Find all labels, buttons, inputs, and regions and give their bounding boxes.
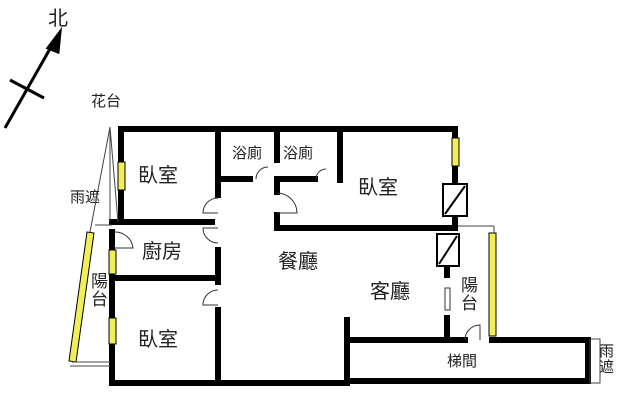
room-bath-1: 浴廁 (232, 144, 263, 162)
walls (109, 126, 591, 386)
canopy-west-label: 雨遮 (70, 188, 101, 206)
outline-lines (70, 126, 601, 384)
balcony-east-label: 陽台 (457, 276, 477, 312)
north-arrow-icon (3, 26, 63, 129)
room-bedroom-sw: 臥室 (138, 327, 178, 351)
room-bath-2: 浴廁 (283, 144, 314, 162)
room-living: 客廳 (370, 279, 410, 303)
planter-label: 花台 (91, 92, 122, 110)
doors (114, 166, 481, 341)
room-dining: 餐廳 (278, 249, 318, 273)
room-stairwell: 梯間 (447, 352, 478, 370)
window-boxes (436, 183, 468, 267)
room-bedroom-ne: 臥室 (358, 175, 398, 199)
balcony-west-label: 陽台 (87, 272, 107, 308)
room-kitchen: 廚房 (142, 239, 182, 263)
compass-north-label: 北 (48, 6, 68, 30)
canopy-east-label: 雨遮 (597, 343, 615, 375)
room-bedroom-nw: 臥室 (138, 163, 178, 187)
